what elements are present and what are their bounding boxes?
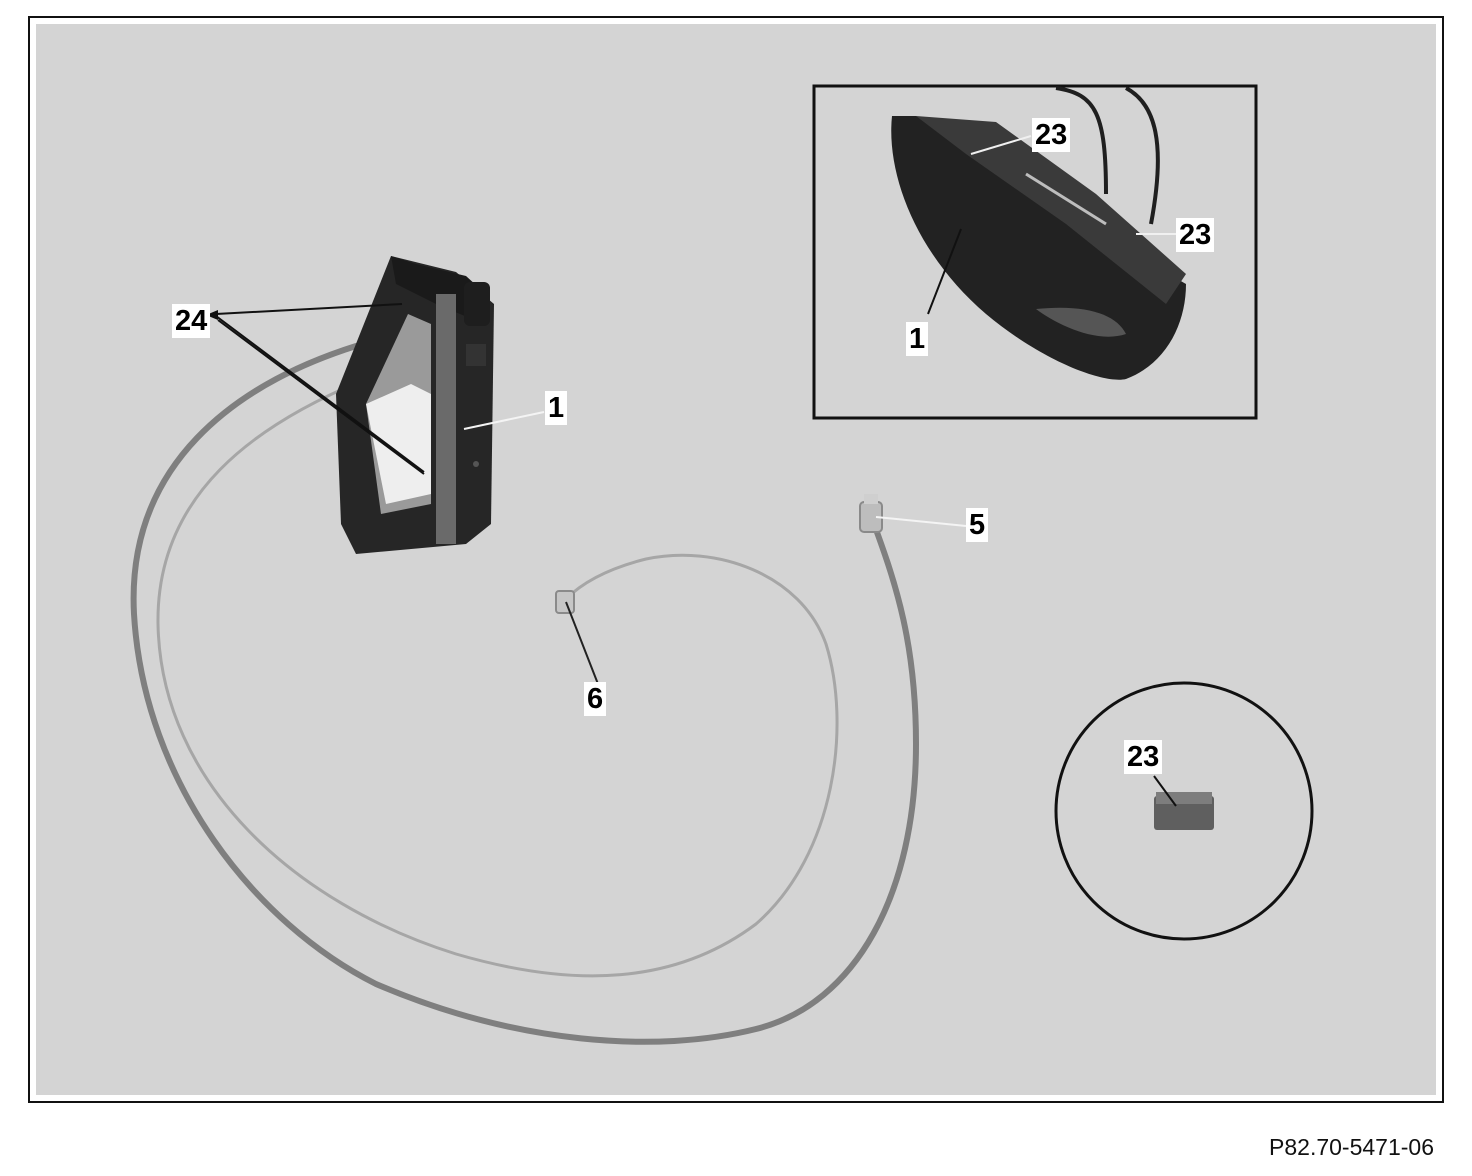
detail-circle (1054, 681, 1314, 941)
inner-cable (156, 377, 839, 978)
figure-reference: P82.70-5471-06 (1269, 1134, 1434, 1160)
leader-line-5 (875, 516, 967, 527)
callout-6: 6 (584, 682, 607, 716)
callout-24: 24 (172, 304, 211, 338)
callout-1: 1 (545, 391, 568, 425)
detail-callout-23: 23 (1124, 740, 1163, 774)
figure-frame: 24 1 5 6 23 23 1 23 (28, 16, 1444, 1103)
component-illustration (130, 84, 1314, 1045)
connector-5 (859, 494, 883, 533)
connector-6 (555, 590, 575, 614)
callout-5: 5 (966, 508, 989, 542)
photo-area: 24 1 5 6 23 23 1 23 (36, 24, 1436, 1095)
leader-lines-24 (215, 303, 425, 475)
leader-line-6 (565, 601, 599, 685)
leader-line-1 (463, 411, 545, 430)
inset-callout-23-right: 23 (1176, 218, 1215, 252)
inset-callout-1: 1 (906, 322, 929, 356)
control-module-1 (336, 256, 494, 554)
main-cable (130, 343, 920, 1045)
inset-callout-23-top: 23 (1032, 118, 1071, 152)
